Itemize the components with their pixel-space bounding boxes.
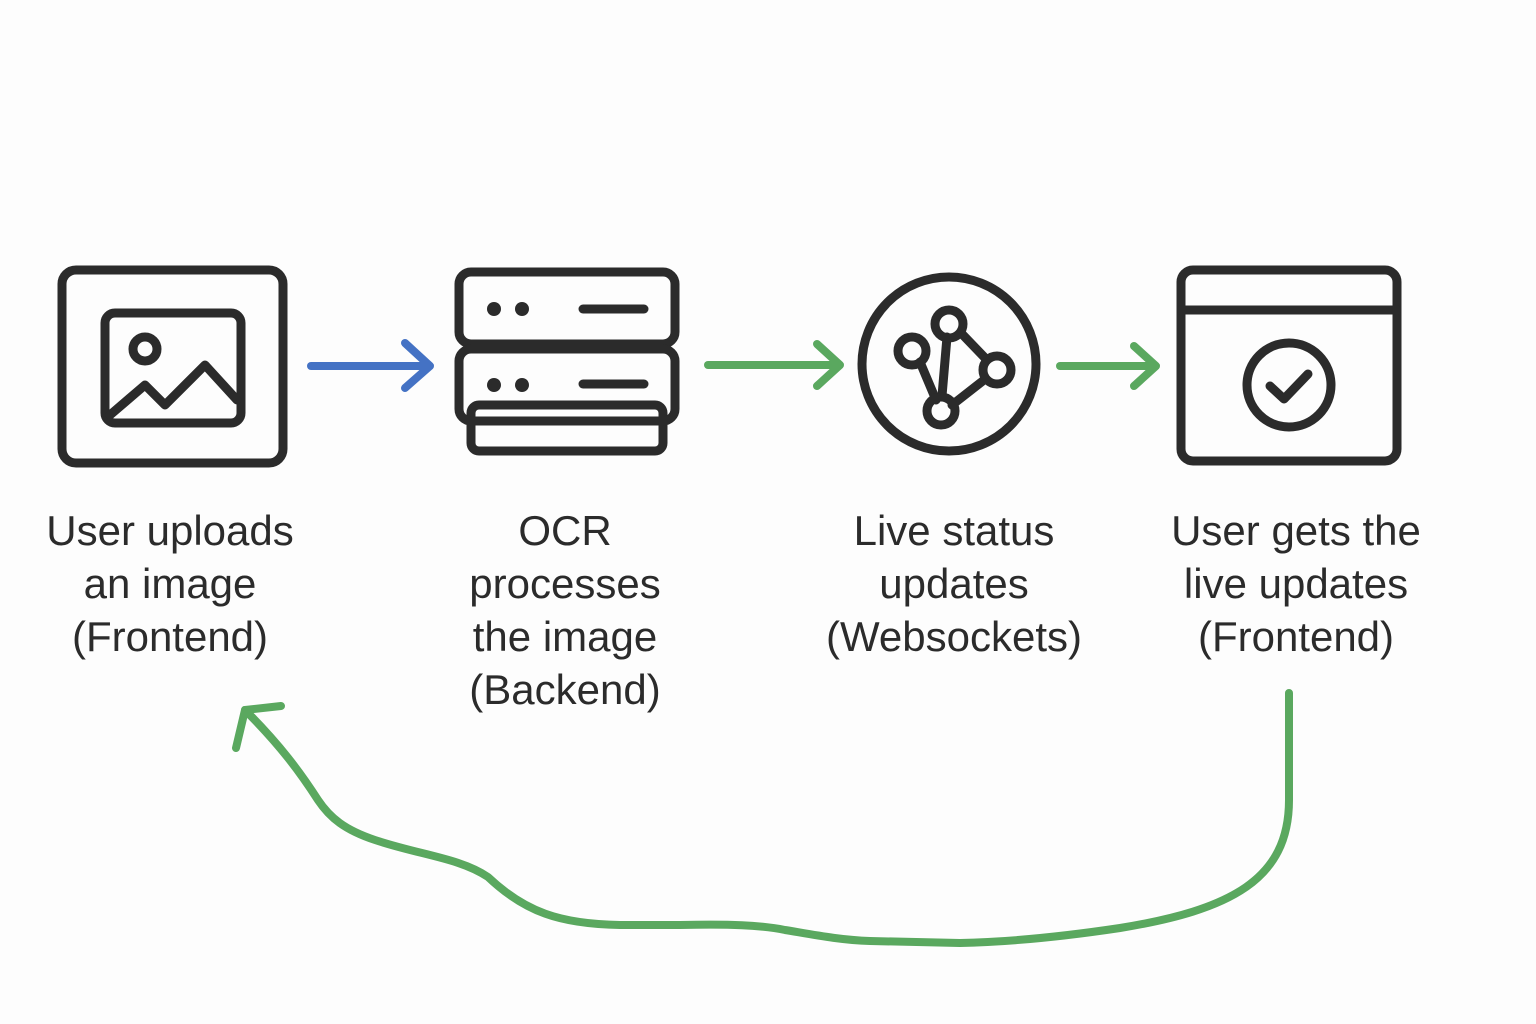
- arrow-websockets-to-frontend: [1056, 342, 1160, 390]
- step-label-line: live updates: [1183, 560, 1409, 607]
- step-label-line: (Frontend): [71, 613, 269, 660]
- step-label-frontend-updates: User gets the live updates (Frontend): [1136, 504, 1456, 663]
- arrow-ocr-to-websockets: [704, 340, 844, 390]
- arrow-loop-back: [232, 689, 1293, 947]
- step-label-line: User gets the: [1171, 507, 1421, 554]
- step-label-line: updates: [879, 560, 1029, 607]
- browser-check-icon: [1176, 265, 1402, 466]
- step-label-line: (Frontend): [1197, 613, 1395, 660]
- step-label-line: processes: [469, 560, 661, 607]
- step-label-line: (Websockets): [826, 613, 1082, 660]
- step-label-line: the image: [472, 613, 658, 660]
- arrow-upload-to-ocr: [307, 339, 434, 392]
- step-label-line: an image: [83, 560, 257, 607]
- step-label-line: (Backend): [469, 666, 661, 713]
- step-label-ocr: OCR processes the image (Backend): [405, 504, 725, 716]
- image-icon: [57, 265, 288, 468]
- step-label-line: OCR: [518, 507, 612, 554]
- step-label-line: Live status: [853, 507, 1055, 554]
- step-label-line: User uploads: [46, 507, 294, 554]
- step-label-upload: User uploads an image (Frontend): [10, 504, 330, 663]
- network-icon: [857, 272, 1041, 456]
- server-icon: [454, 267, 680, 456]
- step-label-websockets: Live status updates (Websockets): [794, 504, 1114, 663]
